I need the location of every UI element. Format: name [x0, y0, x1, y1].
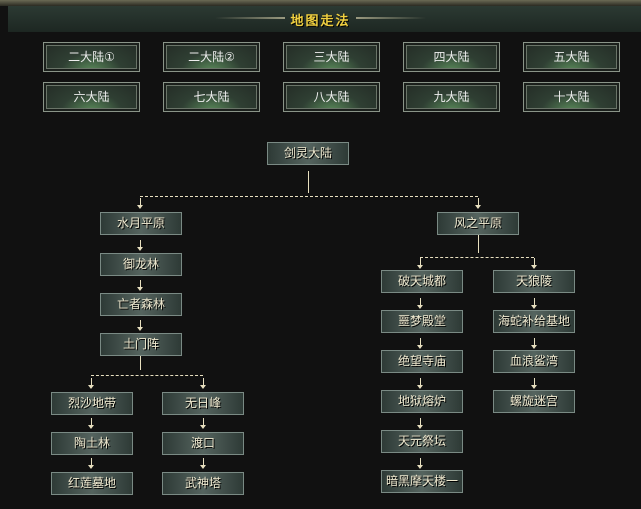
arrow-down-icon — [417, 418, 423, 429]
map-node[interactable]: 破天城都 — [381, 270, 463, 293]
arrow-down-icon — [88, 458, 94, 469]
arrow-down-icon — [88, 418, 94, 429]
connector-line — [140, 356, 141, 370]
arrow-down-icon — [417, 338, 423, 349]
panel-title: 地图走法 — [290, 14, 351, 29]
connector-line — [308, 171, 309, 193]
map-node[interactable]: 血浪鲨湾 — [493, 350, 575, 373]
arrow-down-icon — [137, 240, 143, 251]
arrow-down-icon — [531, 298, 537, 309]
map-node[interactable]: 红莲墓地 — [51, 472, 133, 495]
arrow-down-icon — [531, 378, 537, 389]
map-node[interactable]: 御龙林 — [100, 253, 182, 276]
map-node[interactable]: 海蛇补给基地 — [493, 310, 575, 333]
map-node[interactable]: 渡口 — [162, 432, 244, 455]
dashed-connector — [420, 257, 534, 258]
continent-button[interactable]: 二大陆① — [43, 42, 140, 72]
map-node[interactable]: 水月平原 — [100, 212, 182, 235]
ornament-right-icon — [356, 17, 426, 19]
map-node[interactable]: 绝望寺庙 — [381, 350, 463, 373]
map-node[interactable]: 无日峰 — [162, 392, 244, 415]
dashed-connector — [140, 196, 478, 197]
map-node[interactable]: 陶土林 — [51, 432, 133, 455]
top-frame — [0, 0, 641, 6]
arrow-down-icon — [137, 280, 143, 291]
continent-button[interactable]: 八大陆 — [283, 82, 380, 112]
continent-button[interactable]: 十大陆 — [523, 82, 620, 112]
arrow-down-icon — [137, 198, 143, 209]
arrow-down-icon — [137, 320, 143, 331]
arrow-down-icon — [531, 258, 537, 269]
map-node[interactable]: 亡者森林 — [100, 293, 182, 316]
header-bar — [8, 6, 641, 32]
continent-button[interactable]: 三大陆 — [283, 42, 380, 72]
map-node[interactable]: 土门阵 — [100, 333, 182, 356]
map-node[interactable]: 风之平原 — [437, 212, 519, 235]
map-node[interactable]: 天狼陵 — [493, 270, 575, 293]
arrow-down-icon — [531, 338, 537, 349]
arrow-down-icon — [88, 378, 94, 389]
arrow-down-icon — [475, 198, 481, 209]
arrow-down-icon — [417, 258, 423, 269]
map-node[interactable]: 地狱熔炉 — [381, 390, 463, 413]
map-node[interactable]: 噩梦殿堂 — [381, 310, 463, 333]
arrow-down-icon — [417, 458, 423, 469]
arrow-down-icon — [417, 298, 423, 309]
map-node[interactable]: 螺旋迷宫 — [493, 390, 575, 413]
continent-button[interactable]: 七大陆 — [163, 82, 260, 112]
continent-button[interactable]: 四大陆 — [403, 42, 500, 72]
map-node[interactable]: 暗黑摩天楼一 — [381, 470, 463, 493]
ornament-left-icon — [215, 17, 285, 19]
arrow-down-icon — [417, 378, 423, 389]
map-node[interactable]: 剑灵大陆 — [267, 142, 349, 165]
arrow-down-icon — [200, 378, 206, 389]
dashed-connector — [91, 375, 203, 376]
continent-button[interactable]: 五大陆 — [523, 42, 620, 72]
continent-button[interactable]: 九大陆 — [403, 82, 500, 112]
continent-button[interactable]: 六大陆 — [43, 82, 140, 112]
map-node[interactable]: 烈沙地带 — [51, 392, 133, 415]
connector-line — [478, 235, 479, 253]
map-node[interactable]: 天元祭坛 — [381, 430, 463, 453]
arrow-down-icon — [200, 418, 206, 429]
continent-button[interactable]: 二大陆② — [163, 42, 260, 72]
map-node[interactable]: 武神塔 — [162, 472, 244, 495]
arrow-down-icon — [200, 458, 206, 469]
